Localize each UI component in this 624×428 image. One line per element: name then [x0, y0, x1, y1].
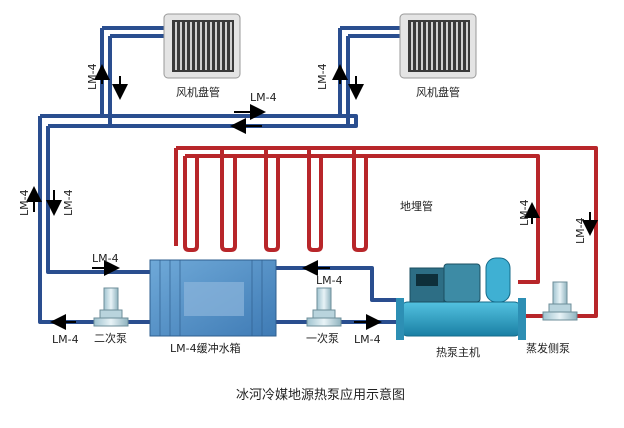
- pipe-tag: LM-4: [18, 189, 31, 216]
- evap-pump-label: 蒸发侧泵: [526, 341, 570, 355]
- secondary-pump-label: 二次泵: [94, 331, 127, 345]
- fan-coil-left-label: 风机盘管: [176, 85, 220, 99]
- buffer-tank: [149, 259, 277, 337]
- pipe-tag: LM-4: [52, 333, 79, 346]
- fan-coil-left: [163, 13, 241, 79]
- pipe-tag: LM-4: [86, 63, 99, 90]
- pipe-tag: LM-4: [316, 274, 343, 287]
- pipe-tag: LM-4: [316, 63, 329, 90]
- pipe-tag: LM-4: [92, 252, 119, 265]
- primary-pump: [306, 287, 342, 327]
- heat-pump-unit: [396, 257, 526, 340]
- buried-pipe-label: 地埋管: [400, 199, 433, 213]
- heat-pump-label: 热泵主机: [436, 345, 480, 359]
- primary-pump-label: 一次泵: [306, 331, 339, 345]
- fan-coil-right-label: 风机盘管: [416, 85, 460, 99]
- flow-arrows: [26, 64, 598, 330]
- secondary-pump: [93, 287, 129, 327]
- diagram-caption: 冰河冷媒地源热泵应用示意图: [236, 387, 405, 403]
- pipe-tag: LM-4: [250, 91, 277, 104]
- buffer-tank-label: LM-4缓冲水箱: [170, 341, 241, 355]
- fan-coil-right: [399, 13, 477, 79]
- pipe-tag: LM-4: [354, 333, 381, 346]
- evaporator-pump: [542, 281, 578, 321]
- pipe-tag: LM-4: [574, 217, 587, 244]
- pipe-tag: LM-4: [62, 189, 75, 216]
- pipe-tag: LM-4: [518, 199, 531, 226]
- pipe-tags: LM-4 LM-4 LM-4 LM-4 LM-4 LM-4 LM-4 LM-4 …: [18, 63, 587, 346]
